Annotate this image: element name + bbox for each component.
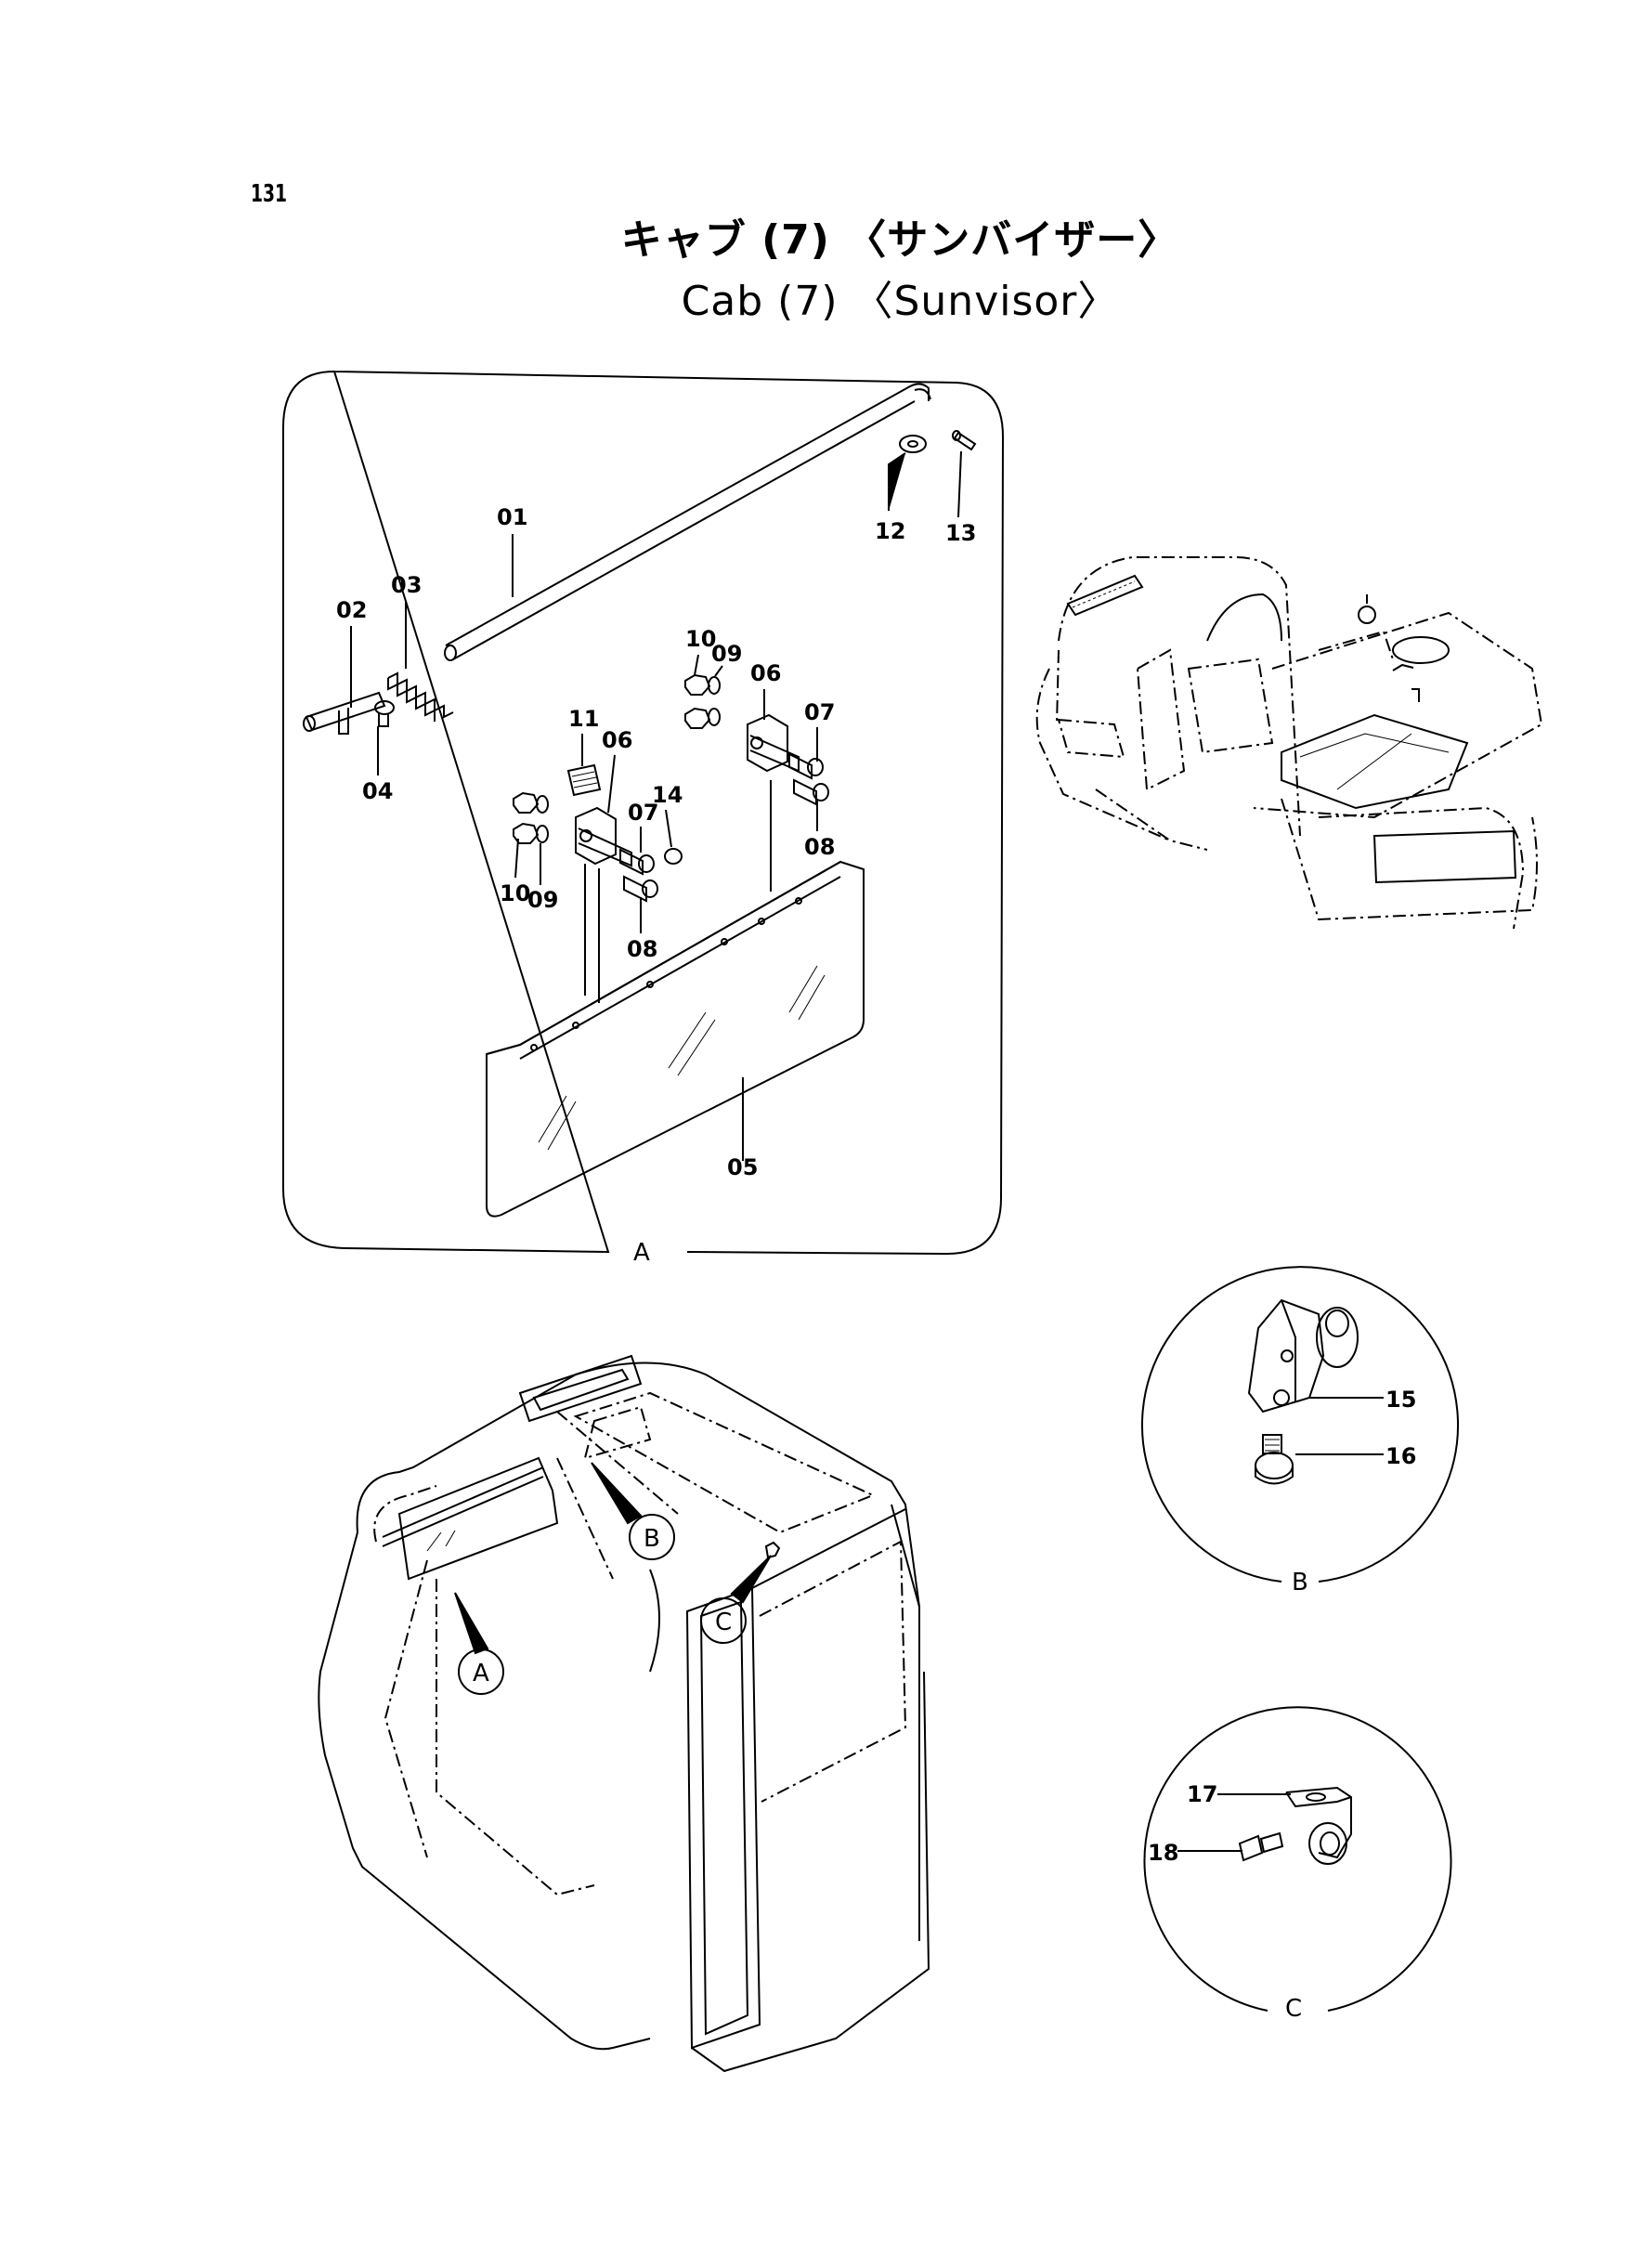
label-18: 18 (1148, 1840, 1178, 1866)
excavator-overview-icon (1035, 556, 1543, 930)
label-01: 01 (497, 504, 527, 530)
view-label-a: A (633, 1239, 650, 1267)
bolt-icon (788, 752, 829, 806)
sunvisor-panel-icon (486, 860, 865, 1218)
bolt-icon (1255, 1434, 1294, 1485)
part-labels-c: 17 18 (1148, 1781, 1291, 1866)
label-04: 04 (362, 778, 393, 804)
label-16: 16 (1385, 1443, 1416, 1469)
hinge-bracket-icon (747, 713, 800, 773)
rod-icon (444, 383, 931, 661)
detail-frame-b: B (1141, 1266, 1459, 1596)
label-10-right: 10 (685, 626, 716, 652)
label-12: 12 (875, 518, 905, 544)
label-06-right: 06 (750, 660, 781, 686)
nut-icon (684, 673, 711, 729)
label-03: 03 (391, 572, 422, 598)
callout-c-letter: C (715, 1609, 732, 1636)
label-07-right: 07 (804, 699, 835, 725)
hinge-bracket-icon (764, 1541, 781, 1559)
label-06-left: 06 (602, 727, 632, 753)
washer-icon (708, 676, 721, 726)
label-14: 14 (652, 782, 683, 808)
nut-icon (513, 791, 540, 844)
callout-c-marker: C (700, 1555, 772, 1644)
hinge-bracket-icon (1247, 1298, 1359, 1414)
callout-a-letter: A (473, 1660, 489, 1687)
bolt-icon (1238, 1831, 1284, 1862)
cab-frame-icon (318, 1354, 930, 2073)
hinge-bracket-icon (575, 806, 632, 867)
part-labels-b: 15 16 (1295, 1387, 1416, 1469)
label-02: 02 (336, 597, 367, 623)
washer-icon (899, 435, 927, 453)
page-number: 131 (251, 180, 288, 208)
label-13: 13 (945, 520, 976, 546)
label-10-left: 10 (500, 880, 530, 906)
title-japanese: キャブ (7) 〈サンバイザー〉 (620, 216, 1180, 264)
label-09-right: 09 (711, 641, 742, 667)
bolt-icon (619, 848, 683, 903)
label-07-left: 07 (628, 800, 658, 826)
detail-frame-a: A (282, 370, 1005, 1267)
hinge-bracket-icon (1285, 1786, 1352, 1865)
label-09-left: 09 (527, 887, 558, 913)
callout-b-marker: B (591, 1462, 675, 1560)
pin-icon (303, 691, 386, 735)
sunvisor-panel-icon (382, 1456, 559, 1581)
sunvisor-panel-icon (566, 763, 602, 797)
label-08-right: 08 (804, 834, 835, 860)
label-05: 05 (727, 1154, 758, 1180)
label-15: 15 (1385, 1387, 1416, 1413)
pin-icon (952, 430, 977, 451)
label-11: 11 (568, 706, 599, 732)
view-label-b: B (1292, 1569, 1308, 1596)
detail-frame-c: C (1143, 1706, 1452, 2023)
washer-icon (536, 795, 549, 843)
part-labels-a: 01 02 03 04 05 06 06 07 07 08 08 09 09 1… (336, 450, 976, 1180)
callout-b-letter: B (644, 1525, 660, 1553)
callout-a-marker: A (454, 1592, 504, 1695)
view-label-c: C (1285, 1995, 1302, 2023)
label-08-left: 08 (627, 936, 657, 962)
spring-icon (387, 671, 454, 722)
bolt-icon (374, 700, 395, 727)
label-17: 17 (1187, 1781, 1217, 1807)
title-english: Cab (7) 〈Sunvisor〉 (681, 278, 1120, 325)
